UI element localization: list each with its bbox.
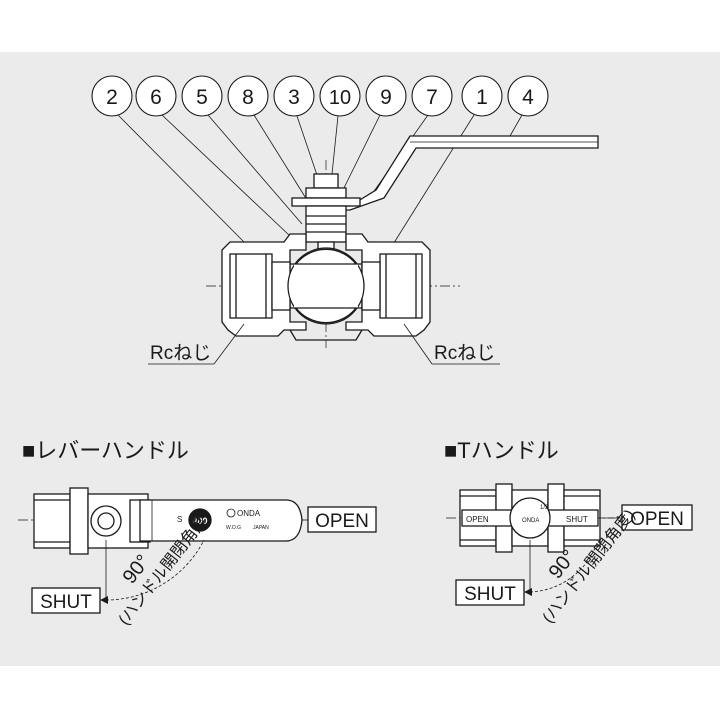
callout-bubble: 2	[91, 75, 133, 117]
callout-number: 9	[380, 86, 392, 109]
callout-number: 7	[426, 86, 438, 109]
callout-number: 3	[288, 86, 300, 109]
callout-bubble: 4	[507, 75, 549, 117]
callout-bubbles: 2 6 5 8 3 10 9 7	[91, 75, 549, 117]
thread-label-left: Rcねじ	[148, 323, 245, 365]
lever-open-text: OPEN	[315, 511, 369, 532]
callout-number: 5	[196, 86, 208, 109]
lever-mark: S	[177, 515, 182, 524]
callout-bubble: 9	[365, 75, 407, 117]
lever-open-label: OPEN	[302, 506, 377, 533]
callout-number: 8	[242, 86, 254, 109]
t-section-title: ■Tハンドル	[444, 438, 559, 463]
lever-shut-label: SHUT	[31, 587, 101, 614]
valve-section-view	[206, 135, 599, 348]
callout-bubble: 6	[135, 75, 177, 117]
lever-top-view: 400 S ONDA W.O.G JAPAN	[18, 487, 306, 555]
thread-label-right-text: Rcねじ	[434, 343, 495, 364]
lever-section-title: ■レバーハンドル	[22, 438, 189, 463]
lever-wog: W.O.G	[226, 525, 241, 531]
callout-number: 10	[329, 87, 351, 109]
t-handle-brand: ONDA	[522, 518, 539, 524]
thread-label-right: Rcねじ	[403, 323, 500, 365]
callout-bubble: 3	[273, 75, 315, 117]
callout-bubble: 7	[411, 75, 453, 117]
t-shut-text: SHUT	[464, 584, 516, 605]
lever-rating: 400	[192, 516, 207, 526]
t-open-text: OPEN	[630, 509, 684, 530]
t-handle-open: OPEN	[466, 515, 489, 524]
t-shut-label: SHUT	[455, 579, 525, 606]
lever-japan: JAPAN	[253, 525, 269, 531]
callout-bubble: 5	[181, 75, 223, 117]
callout-number: 2	[106, 86, 118, 109]
callout-number: 1	[476, 86, 488, 109]
lever-brand: ONDA	[237, 509, 261, 518]
callout-bubble: 1	[461, 75, 503, 117]
t-open-label: OPEN	[598, 504, 693, 531]
t-handle-fraction: 1/2	[540, 505, 549, 511]
callout-bubble: 10	[319, 75, 361, 117]
t-handle-shut: SHUT	[566, 515, 588, 524]
callout-number: 4	[522, 86, 534, 109]
thread-label-left-text: Rcねじ	[150, 343, 211, 364]
callout-number: 6	[150, 86, 162, 109]
drawing-panel	[0, 52, 720, 666]
callout-bubble: 8	[227, 75, 269, 117]
lever-shut-text: SHUT	[40, 592, 92, 613]
t-rotation-arc	[524, 539, 599, 596]
t-handle-top-view: OPEN SHUT ONDA 1/2	[446, 483, 614, 553]
lever-rotation-arc	[100, 539, 205, 604]
